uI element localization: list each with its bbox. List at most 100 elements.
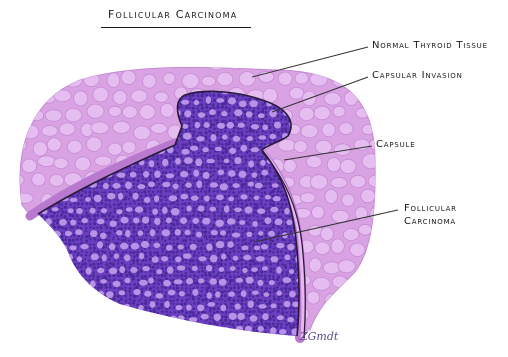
- tumor-cell: [57, 327, 60, 330]
- tumor-cell: [193, 179, 196, 182]
- tumor-cell: [100, 327, 103, 330]
- tumor-cell: [241, 214, 244, 217]
- tumor-cell: [32, 275, 35, 278]
- normal-follicle: [46, 310, 61, 324]
- tumor-cell: [189, 198, 192, 201]
- normal-follicle: [383, 157, 396, 168]
- tumor-cell: [265, 111, 268, 114]
- normal-follicle: [65, 108, 82, 121]
- tumor-cell: [289, 262, 292, 265]
- tumor-cell: [189, 166, 192, 169]
- tumor-cell: [188, 195, 191, 198]
- tumor-cell: [221, 175, 224, 178]
- tumor-cell: [165, 199, 167, 201]
- tumor-cell: [225, 334, 228, 337]
- tumor-cell: [173, 191, 176, 194]
- tumor-cell: [113, 327, 116, 330]
- tumor-cell: [189, 215, 192, 218]
- tumor-cell: [160, 190, 163, 193]
- tumor-cell: [40, 270, 43, 273]
- tumor-cell: [209, 94, 211, 96]
- tumor-cell: [182, 183, 185, 186]
- tumor-cell: [157, 262, 160, 265]
- tumor-follicle: [126, 207, 133, 212]
- tumor-cell: [273, 247, 276, 250]
- tumor-cell: [56, 267, 59, 270]
- tumor-cell: [264, 187, 267, 190]
- tumor-follicle: [143, 171, 149, 178]
- tumor-cell: [64, 299, 66, 301]
- tumor-cell: [253, 335, 256, 338]
- normal-follicle: [379, 56, 395, 67]
- tumor-cell: [165, 187, 167, 189]
- tumor-cell: [31, 223, 34, 226]
- tumor-cell: [109, 206, 112, 209]
- tumor-cell: [56, 299, 58, 301]
- tumor-cell: [76, 214, 79, 217]
- tumor-cell: [264, 203, 266, 205]
- tumor-cell: [121, 235, 124, 238]
- tumor-follicle: [221, 254, 226, 260]
- tumor-cell: [289, 307, 292, 310]
- tumor-cell: [185, 290, 187, 292]
- tumor-cell: [248, 242, 251, 245]
- tumor-cell: [129, 223, 132, 226]
- tumor-cell: [184, 274, 187, 277]
- tumor-cell: [233, 179, 236, 182]
- normal-follicle: [107, 73, 120, 88]
- tumor-cell: [272, 315, 275, 318]
- tumor-cell: [133, 262, 135, 264]
- normal-follicle: [343, 229, 359, 241]
- tumor-cell: [45, 266, 48, 269]
- tumor-cell: [150, 310, 153, 313]
- tumor-cell: [108, 336, 110, 338]
- tumor-cell: [285, 323, 288, 326]
- tumor-cell: [181, 179, 183, 181]
- normal-follicle: [16, 193, 34, 203]
- tumor-cell: [34, 318, 37, 321]
- tumor-cell: [192, 264, 195, 267]
- tumor-cell: [88, 191, 91, 194]
- tumor-cell: [192, 126, 194, 128]
- tumor-cell: [33, 242, 36, 245]
- tumor-cell: [141, 202, 144, 205]
- tumor-cell: [229, 215, 232, 218]
- tumor-follicle: [180, 171, 188, 177]
- tumor-cell: [277, 298, 280, 301]
- tumor-cell: [73, 282, 76, 285]
- tumor-cell: [173, 262, 175, 264]
- tumor-cell: [268, 318, 271, 321]
- tumor-cell: [252, 239, 254, 241]
- tumor-cell: [44, 306, 47, 309]
- tumor-cell: [193, 206, 196, 209]
- tumor-cell: [225, 235, 228, 238]
- normal-follicle: [83, 72, 99, 86]
- tumor-cell: [216, 323, 218, 325]
- normal-follicle: [67, 140, 82, 153]
- tumor-cell: [61, 287, 64, 290]
- tumor-cell: [103, 313, 106, 316]
- tumor-cell: [128, 266, 130, 268]
- tumor-follicle: [41, 230, 49, 236]
- tumor-follicle: [162, 182, 170, 187]
- tumor-cell: [225, 323, 228, 326]
- tumor-cell: [97, 263, 100, 266]
- tumor-cell: [53, 251, 56, 254]
- tumor-cell: [161, 215, 164, 218]
- tumor-cell: [216, 178, 219, 181]
- tumor-follicle: [117, 172, 126, 177]
- tumor-cell: [244, 238, 247, 241]
- tumor-follicle: [120, 243, 128, 250]
- tumor-cell: [192, 334, 194, 336]
- tumor-cell: [88, 275, 90, 277]
- tumor-cell: [124, 327, 127, 330]
- tumor-cell: [184, 330, 187, 333]
- tumor-cell: [280, 190, 283, 193]
- tumor-cell: [41, 263, 44, 266]
- tumor-cell: [260, 235, 263, 238]
- tumor-cell: [120, 311, 123, 314]
- tumor-follicle: [68, 208, 74, 213]
- tumor-cell: [240, 202, 243, 205]
- tumor-follicle: [210, 207, 217, 212]
- tumor-follicle: [215, 147, 222, 151]
